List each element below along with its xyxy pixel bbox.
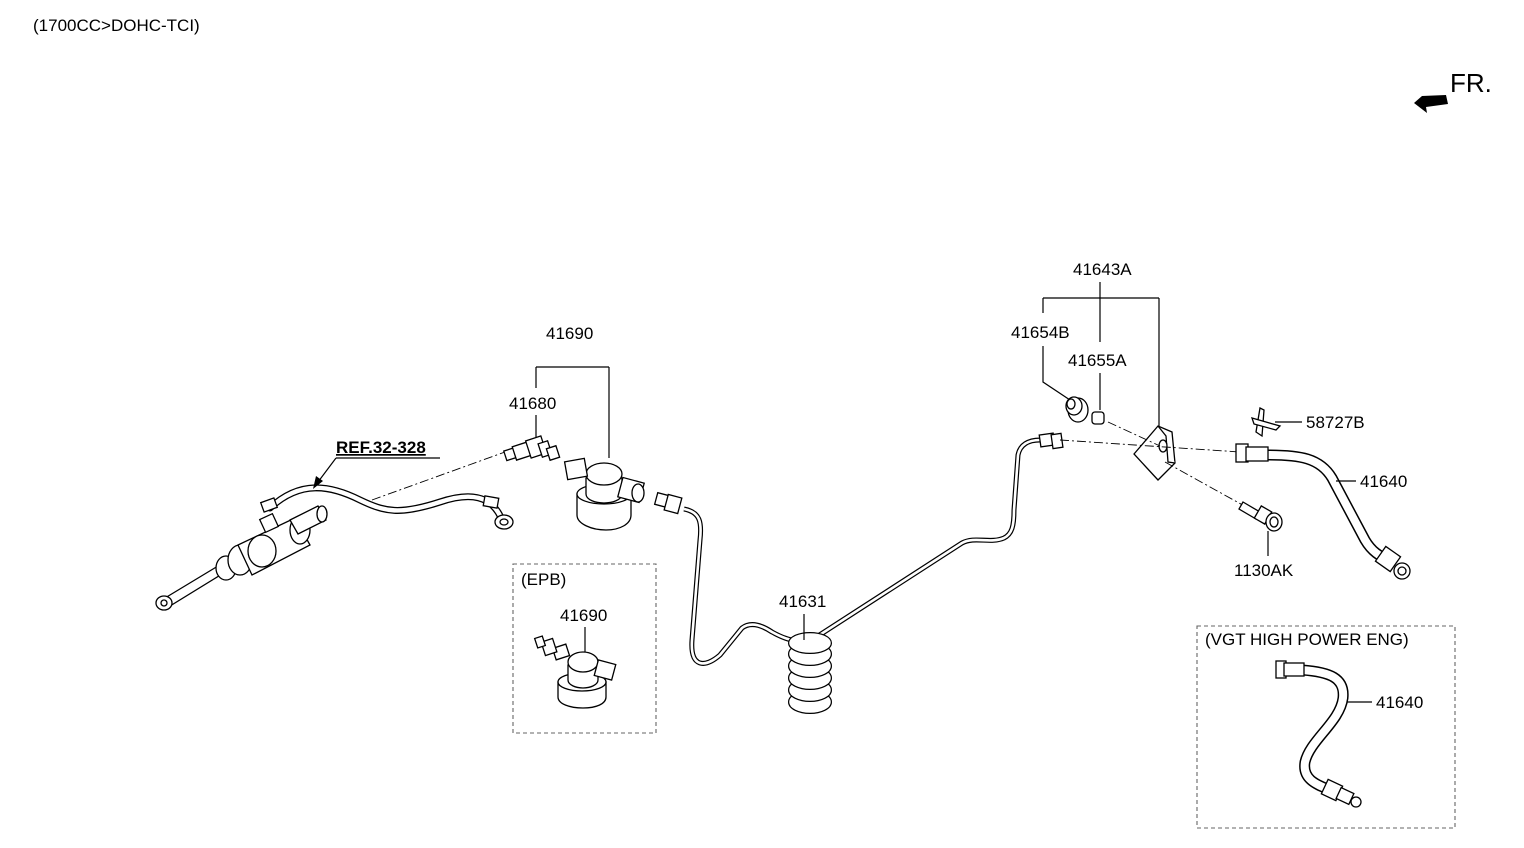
reference-label: REF.32-328 xyxy=(336,438,426,457)
inset-vgt-part-label: 41640 xyxy=(1376,693,1423,712)
part-label-41690: 41690 xyxy=(546,324,593,343)
part-41643A-bracket xyxy=(1133,425,1176,481)
clutch-master-cylinder xyxy=(155,484,514,611)
part-label-41643A: 41643A xyxy=(1073,260,1132,279)
part-41655A-bushing xyxy=(1091,411,1105,425)
part-label-41680: 41680 xyxy=(509,394,556,413)
inset-vgt-title: (VGT HIGH POWER ENG) xyxy=(1205,630,1409,649)
front-direction-indicator: FR. xyxy=(1414,68,1492,113)
part-label-1130AK: 1130AK xyxy=(1234,561,1294,580)
part-1130AK-bolt: 1130AK xyxy=(1234,501,1294,580)
part-41640-hose: 41640 xyxy=(1235,443,1411,580)
front-label: FR. xyxy=(1450,68,1492,98)
part-label-58727B: 58727B xyxy=(1306,413,1365,432)
inset-epb-title: (EPB) xyxy=(521,570,566,589)
part-41654B-grommet xyxy=(1065,396,1089,423)
callout-41690: 41690 41680 xyxy=(509,324,610,458)
reference-arrow-icon xyxy=(313,476,323,489)
inset-vgt-high-power: (VGT HIGH POWER ENG) 41640 xyxy=(1196,625,1456,829)
part-41631-clutch-tube: 41631 xyxy=(653,432,1064,714)
inset-epb: (EPB) 41690 xyxy=(512,563,657,734)
part-label-41631: 41631 xyxy=(779,592,826,611)
part-58727B-clip: 58727B xyxy=(1250,407,1365,438)
inset-epb-part-label: 41690 xyxy=(560,606,607,625)
inset-epb-cylinder xyxy=(533,635,617,709)
reference-callout: REF.32-328 xyxy=(313,438,440,489)
part-label-41655A: 41655A xyxy=(1068,351,1127,370)
part-label-41654B: 41654B xyxy=(1011,323,1070,342)
callout-41643A: 41643A 41654B 41655A xyxy=(1011,260,1160,426)
inset-vgt-hose xyxy=(1275,660,1362,808)
front-arrow-icon xyxy=(1414,95,1448,113)
part-label-41640: 41640 xyxy=(1360,472,1407,491)
part-41690-cylinder xyxy=(563,457,646,531)
engine-variant-header: (1700CC>DOHC-TCI) xyxy=(33,16,200,35)
part-41680-fitting xyxy=(502,435,561,462)
